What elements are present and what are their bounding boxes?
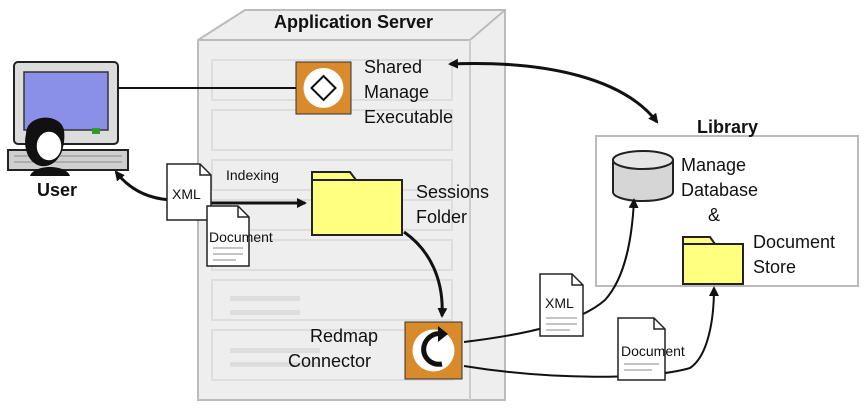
redmap-connector-line2: Connector xyxy=(288,351,372,371)
shared-executable-line2: Manage xyxy=(364,82,430,102)
manage-database-ampersand: & xyxy=(708,205,721,225)
application-server-title: Application Server xyxy=(274,12,434,32)
shared-executable-line3: Executable xyxy=(364,107,454,127)
document-icon-library xyxy=(617,317,666,381)
database-icon xyxy=(612,150,674,202)
manage-database-line1: Manage xyxy=(681,155,747,175)
executable-library-arrow xyxy=(448,58,659,124)
xml-document-icon-library xyxy=(539,273,584,337)
shared-executable-line1: Shared xyxy=(364,57,423,77)
manage-database-line2: Database xyxy=(681,180,759,200)
sessions-folder-line1: Sessions xyxy=(416,182,490,202)
redmap-connector-icon xyxy=(404,321,463,380)
document-user-label: Document xyxy=(209,229,273,245)
user-label: User xyxy=(37,180,78,200)
user-workstation-icon xyxy=(7,61,129,176)
document-library-label: Document xyxy=(621,343,685,359)
document-store-folder-icon xyxy=(682,236,744,285)
library-title: Library xyxy=(697,117,759,137)
shared-executable-icon xyxy=(295,61,352,115)
indexing-label: Indexing xyxy=(226,167,279,183)
document-store-line1: Document xyxy=(753,232,836,252)
redmap-connector-line1: Redmap xyxy=(310,326,379,346)
xml-library-label: XML xyxy=(545,295,574,311)
document-store-line2: Store xyxy=(753,257,797,277)
connector-to-database-arrow xyxy=(463,198,639,343)
connector-to-docstore-arrow xyxy=(463,286,719,378)
xml-document-icon-user xyxy=(166,163,212,221)
sessions-folder-line2: Folder xyxy=(416,207,468,227)
sessions-folder-icon xyxy=(311,171,403,236)
document-icon-user xyxy=(206,205,250,267)
xml-user-label: XML xyxy=(172,186,201,202)
folder-to-connector-arrow xyxy=(403,230,448,318)
